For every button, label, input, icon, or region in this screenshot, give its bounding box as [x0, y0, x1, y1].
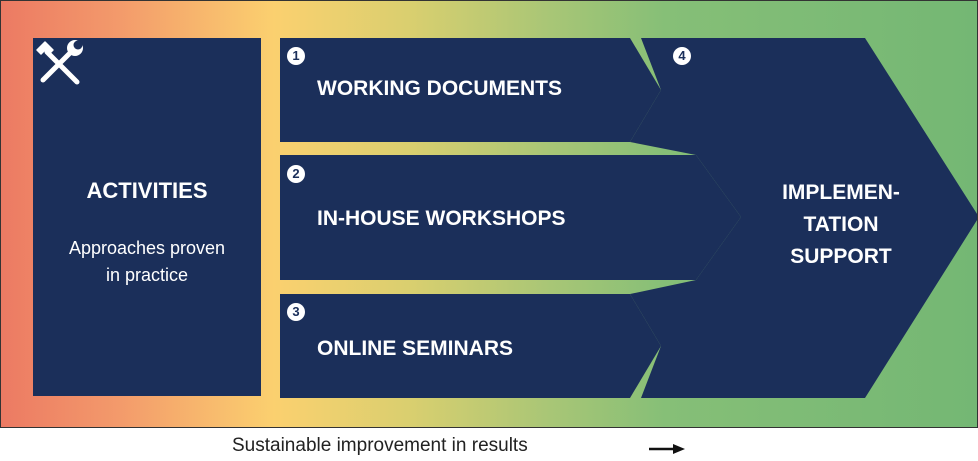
- step-4-label-line-2: TATION: [803, 213, 879, 236]
- step-4-shape: [630, 38, 977, 398]
- activities-subtitle: Approaches proven in practice: [53, 235, 241, 289]
- diagram: ACTIVITIES Approaches proven in practice…: [0, 0, 978, 428]
- footer-text: Sustainable improvement in results: [232, 435, 528, 456]
- arrow-shapes: [280, 38, 977, 398]
- step-1-label: WORKING DOCUMENTS: [317, 77, 562, 100]
- step-4-label-line-3: SUPPORT: [790, 245, 892, 268]
- step-3-label: ONLINE SEMINARS: [317, 337, 514, 360]
- step-1-shape: [280, 38, 661, 142]
- activities-subtitle-line-2: in practice: [105, 265, 189, 285]
- step-4-label: IMPLEMEN- TATION SUPPORT: [741, 177, 941, 273]
- step-4-label-line-1: IMPLEMEN-: [782, 181, 900, 204]
- arrow-right-icon: [649, 444, 685, 454]
- activities-title: ACTIVITIES: [86, 178, 208, 203]
- step-3-shape: [280, 294, 661, 398]
- step-1-number: 1: [287, 47, 305, 65]
- step-2-number: 2: [287, 165, 305, 183]
- step-4-number: 4: [673, 47, 691, 65]
- step-2-shape: [280, 155, 741, 280]
- tools-icon: [36, 40, 83, 85]
- footer: Sustainable improvement in results: [0, 430, 978, 461]
- activities-box: ACTIVITIES Approaches proven in practice: [33, 38, 261, 396]
- step-3-number: 3: [287, 303, 305, 321]
- step-2-label: IN-HOUSE WORKSHOPS: [317, 207, 566, 230]
- activities-subtitle-line-1: Approaches proven: [68, 238, 226, 258]
